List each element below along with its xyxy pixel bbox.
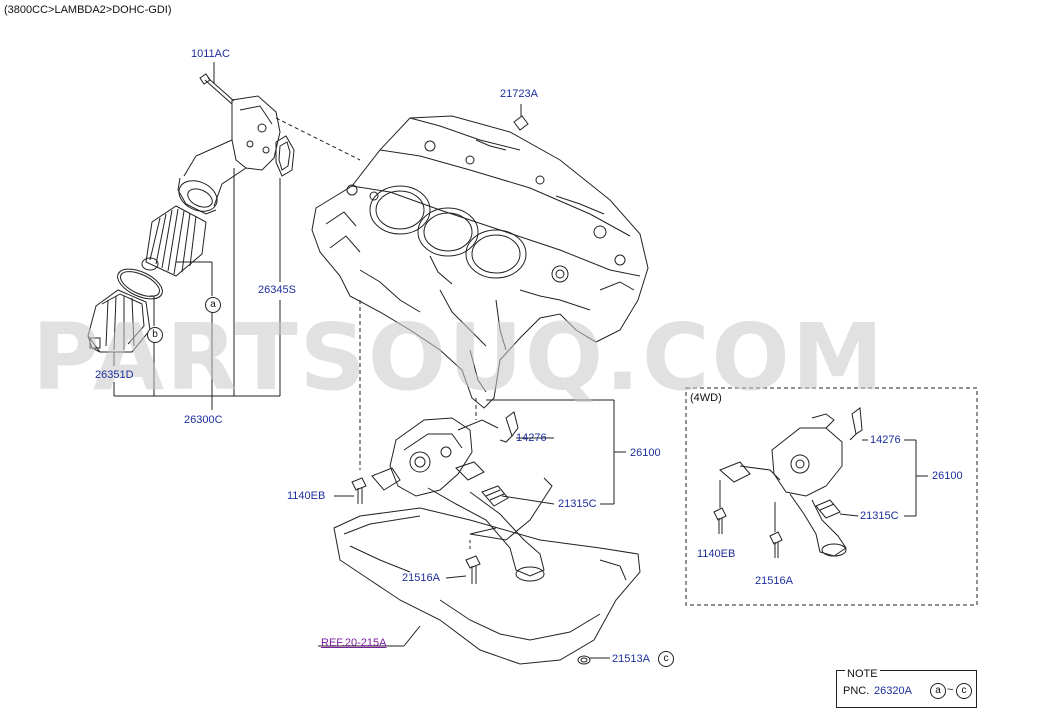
note-title: NOTE <box>845 668 880 680</box>
sensor-14276[interactable] <box>499 411 519 443</box>
part-label-21516a-4wd[interactable]: 21516A <box>755 575 793 587</box>
o-ring[interactable] <box>113 263 167 305</box>
part-label-26351d[interactable]: 26351D <box>95 369 134 381</box>
part-label-26100-4wd[interactable]: 26100 <box>932 470 963 482</box>
dashed-leader-housing <box>275 117 361 161</box>
part-label-1011ac[interactable]: 1011AC <box>191 48 230 60</box>
oil-filter-housing[interactable] <box>174 95 281 217</box>
oil-filter-element[interactable] <box>141 205 207 277</box>
part-label-26300c[interactable]: 26300C <box>184 414 223 426</box>
bolt-1140eb-4wd[interactable] <box>713 507 727 534</box>
drain-plug-21513a[interactable] <box>577 655 591 665</box>
bolt-21516a[interactable] <box>465 555 481 584</box>
marker-c: c <box>658 651 674 667</box>
watermark: PARTSOUQ.COM <box>32 304 886 411</box>
oil-pan[interactable] <box>333 507 641 665</box>
oil-pump-assembly-4wd[interactable] <box>719 413 847 557</box>
marker-b: b <box>147 327 163 343</box>
part-label-21315c-4wd[interactable]: 21315C <box>860 510 899 522</box>
ref-link-20-215a[interactable]: REF.20-215A <box>321 637 387 649</box>
part-label-21513a[interactable]: 21513A <box>612 653 650 665</box>
bolt-1011ac[interactable] <box>199 73 235 105</box>
bolt-21516a-4wd[interactable] <box>769 531 783 558</box>
part-label-21723a[interactable]: 21723A <box>500 88 538 100</box>
sensor-21723a[interactable] <box>513 104 529 131</box>
part-label-14276[interactable]: 14276 <box>516 432 547 444</box>
part-label-21315c[interactable]: 21315C <box>558 498 597 510</box>
leader-lines-4wd <box>719 439 928 532</box>
sensor-14276-4wd[interactable] <box>849 407 863 441</box>
gasket-26345s[interactable] <box>275 135 295 177</box>
baffle-bracket[interactable] <box>469 477 553 541</box>
leader-lines-center <box>318 300 626 659</box>
part-label-26100[interactable]: 26100 <box>630 447 661 459</box>
leader-lines-left <box>113 62 281 410</box>
engine-block[interactable] <box>311 115 649 409</box>
part-label-14276-4wd[interactable]: 14276 <box>870 434 901 446</box>
part-label-1140eb[interactable]: 1140EB <box>287 490 326 502</box>
valve-21315c-4wd[interactable] <box>815 499 841 519</box>
part-label-1140eb-4wd[interactable]: 1140EB <box>697 548 736 560</box>
note-marker-a: a <box>930 683 946 699</box>
bolt-1140eb[interactable] <box>351 477 367 504</box>
note-box <box>836 670 977 708</box>
filter-cap-26351d[interactable] <box>87 289 151 353</box>
wd-box-title: (4WD) <box>690 392 722 404</box>
part-label-21516a[interactable]: 21516A <box>402 572 440 584</box>
valve-21315c[interactable] <box>481 485 509 507</box>
part-label-26345s[interactable]: 26345S <box>258 284 296 296</box>
note-range-tilde: ~ <box>947 684 954 696</box>
note-pnc-code[interactable]: 26320A <box>874 685 912 697</box>
wd-box <box>685 387 978 606</box>
marker-a: a <box>205 297 221 313</box>
note-pnc-label: PNC. <box>843 685 870 697</box>
page-title: (3800CC>LAMBDA2>DOHC-GDI) <box>4 4 172 16</box>
note-marker-c: c <box>956 683 972 699</box>
